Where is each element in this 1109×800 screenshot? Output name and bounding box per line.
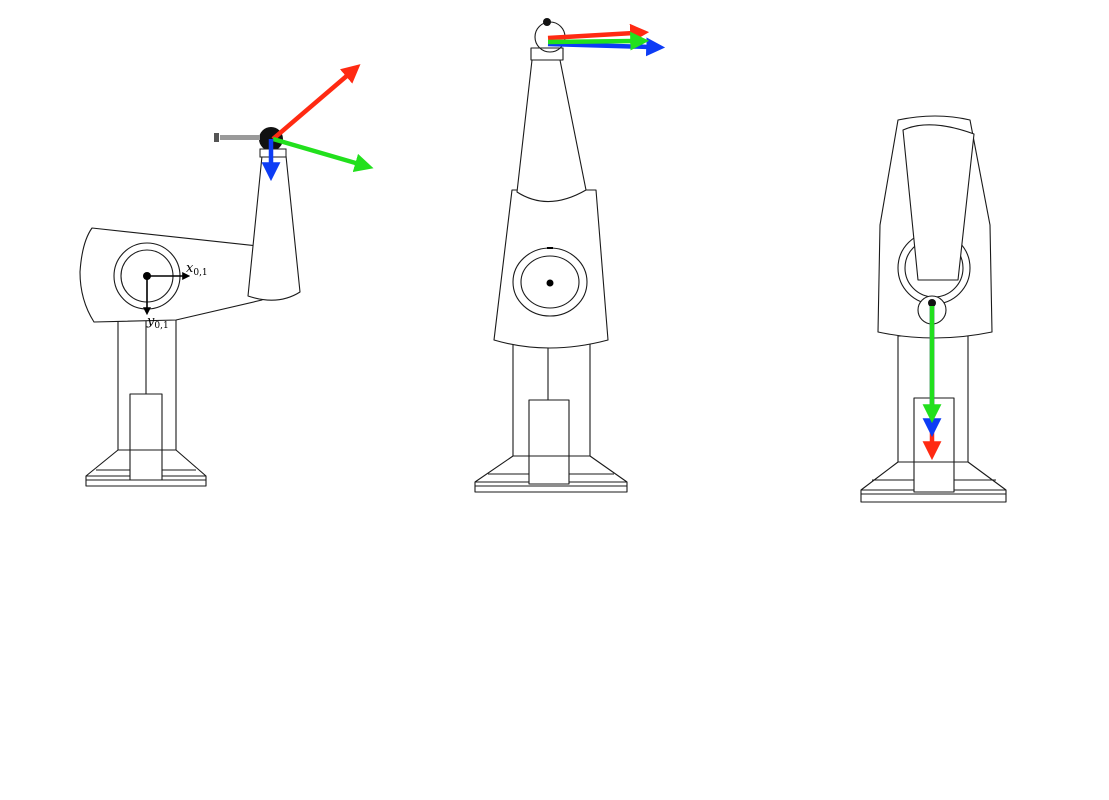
side-base	[85, 449, 207, 487]
svg-text:y0,1: y0,1	[146, 314, 169, 331]
side-view-robot: x0,1 y0,1	[79, 64, 374, 487]
side-forearm	[247, 155, 301, 301]
front-y-frame-arrow	[547, 31, 650, 51]
rear-base	[860, 461, 1007, 503]
x-axis-subscript: 0,1	[193, 268, 207, 278]
y-axis-subscript: 0,1	[154, 321, 168, 331]
front-shoulder-joint	[512, 247, 588, 317]
svg-text:x0,1: x0,1	[186, 261, 208, 278]
front-view-robot	[474, 18, 666, 493]
rear-forearm	[902, 124, 975, 281]
y-axis-label: y	[146, 314, 155, 329]
side-x-frame-arrow	[271, 64, 361, 141]
side-wrist	[214, 127, 287, 158]
front-x-frame-arrow	[547, 23, 650, 43]
front-forearm	[516, 59, 587, 203]
rear-view-robot	[860, 115, 1007, 503]
x-axis-label: x	[186, 261, 194, 276]
front-z-frame-arrow	[547, 37, 666, 57]
front-base	[474, 455, 628, 493]
side-y-frame-arrow	[272, 136, 374, 173]
front-column	[512, 339, 591, 457]
side-column	[117, 297, 177, 451]
